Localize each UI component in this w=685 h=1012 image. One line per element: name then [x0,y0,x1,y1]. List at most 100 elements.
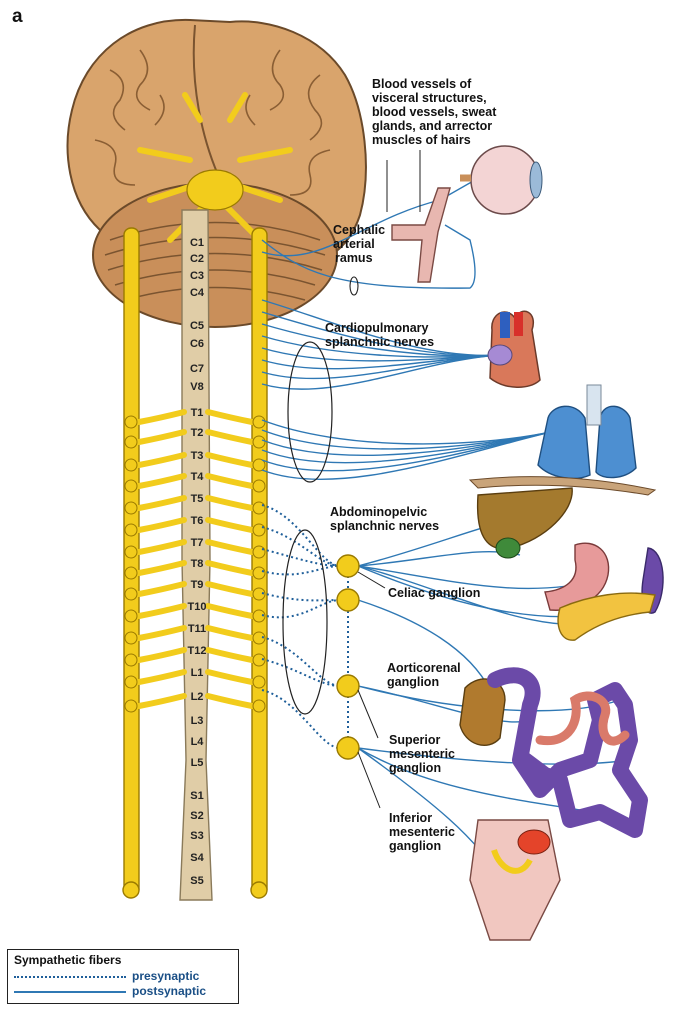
heart [487,310,541,388]
left-ramus [136,539,187,555]
spinal-segment-label: T10 [188,601,207,613]
right-chain-ganglion [252,631,266,645]
svg-text:muscles of hairs: muscles of hairs [372,133,471,147]
svg-text:splanchnic nerves: splanchnic nerves [325,335,434,349]
cardiopulmonary-label: Cardiopulmonary splanchnic nerves [325,321,434,349]
right-ramus [205,539,255,555]
spinal-segment-label: T5 [191,493,204,505]
right-chain-ganglion [252,653,266,667]
presynaptic-fiber [261,565,341,576]
left-chain-ganglion [124,587,138,601]
svg-text:ganglion: ganglion [389,839,441,853]
left-chain-ganglion [124,479,138,493]
celiac-ganglion-label: Celiac ganglion [388,586,480,600]
pancreas [557,592,656,641]
spinal-segment-label: C1 [190,237,204,249]
spinal-segment-label: C7 [190,363,204,375]
svg-text:glands, and arrector: glands, and arrector [372,119,492,133]
right-ramus [205,495,255,511]
presynaptic-fiber [261,658,341,687]
brain [66,18,367,328]
right-chain-ganglion [252,587,266,601]
right-ramus [205,560,255,576]
svg-text:ganglion: ganglion [389,761,441,775]
spinal-segment-label: T8 [191,558,204,570]
inferior-mesenteric-label: Inferior mesenteric ganglion [389,811,455,853]
left-ramus [136,581,187,597]
right-ramus [205,603,255,619]
presynaptic-fiber [261,548,341,567]
legend-title: Sympathetic fibers [14,953,122,967]
left-chain-ganglion [124,545,138,559]
svg-text:visceral structures,: visceral structures, [372,91,487,105]
postsynaptic-fiber [261,429,561,481]
panel-label: a [12,6,23,27]
spinal-segment-label: C5 [190,320,204,332]
lungs [468,384,657,496]
ganglion-leader-lines [357,571,386,809]
postsynaptic-fiber [357,747,581,811]
left-chain-ganglion [124,699,138,713]
spinal-segment-label: T4 [191,471,205,483]
right-chain-ganglion [252,545,266,559]
left-chain-ganglion [124,609,138,623]
spinal-segment-label: T9 [191,579,204,591]
left-chain-ganglion [124,653,138,667]
svg-text:mesenteric: mesenteric [389,825,455,839]
svg-text:splanchnic nerves: splanchnic nerves [330,519,439,533]
eye [460,145,543,215]
inferior-mesenteric-ganglion [336,736,360,760]
left-chain-ganglion [124,501,138,515]
presynaptic-fiber [261,599,341,619]
presynaptic-fiber [261,504,341,567]
postsynaptic-swatch [14,991,126,993]
left-ramus [136,495,187,511]
sympathetic-chain-left [122,227,140,899]
right-chain-ganglion [252,415,266,429]
spinal-segment-label: T11 [188,623,206,635]
left-chain-ganglion [124,415,138,429]
right-chain-ganglion [252,523,266,537]
spinal-segment-label: T6 [191,515,204,527]
svg-text:Aorticorenal: Aorticorenal [387,661,461,675]
svg-text:arterial: arterial [333,237,375,251]
right-ramus [205,625,255,641]
left-chain-ganglion [124,566,138,580]
presynaptic-fiber [261,592,341,602]
svg-text:Cardiopulmonary: Cardiopulmonary [325,321,429,335]
celiac-ganglion [336,554,360,578]
superior-mesenteric-ganglion [336,674,360,698]
spinal-segment-labels: C1C2C3C4C5C6C7V8T1T2T3T4T5T6T7T8T9T10T11… [188,237,207,887]
right-ramus [205,473,255,489]
left-ramus [136,409,187,425]
right-ramus [205,581,255,597]
left-ramus [136,603,187,619]
right-ramus [205,669,255,685]
blood-vessel [391,187,451,283]
svg-text:ganglion: ganglion [387,675,439,689]
spinal-segment-label: L2 [191,691,204,703]
spinal-segment-label: L4 [191,736,205,748]
presynaptic-fiber [261,526,341,567]
abdominopelvic-bundle-ellipse [282,529,328,715]
spinal-nerve-rami [124,409,266,713]
postsynaptic-fiber [357,747,631,765]
left-ramus [136,625,187,641]
sympathetic-chain-right [250,227,268,899]
superior-mesenteric-label: Superior mesenteric ganglion [389,733,455,775]
svg-text:Cephalic: Cephalic [333,223,385,237]
spinal-segment-label: C4 [190,287,205,299]
svg-text:Abdominopelvic: Abdominopelvic [330,505,427,519]
spinal-segment-label: S1 [190,790,203,802]
spinal-segment-label: T7 [191,537,204,549]
left-chain-ganglion [124,435,138,449]
right-ramus [205,517,255,533]
legend-presynaptic: presynaptic [14,969,229,983]
svg-text:ramus: ramus [335,251,373,265]
right-chain-ganglion [252,458,266,472]
right-chain-ganglion [252,501,266,515]
spinal-segment-label: S5 [190,875,203,887]
postsynaptic-fiber [357,599,491,691]
legend-postsynaptic: postsynaptic [14,984,229,998]
spinal-segment-label: T1 [191,407,204,419]
